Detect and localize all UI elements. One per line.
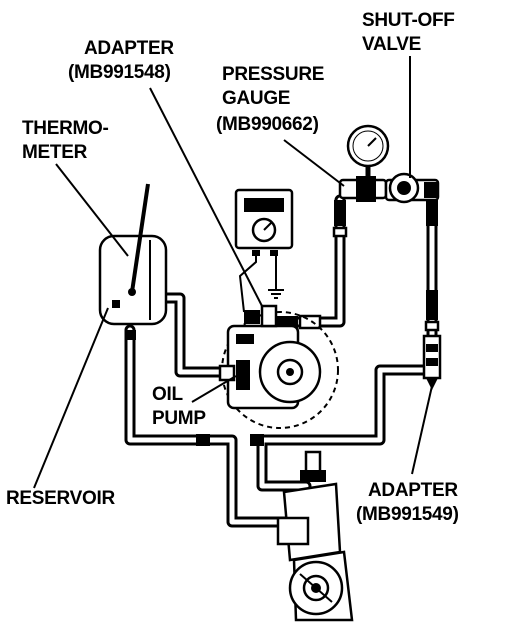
oil-pump-label-2: PUMP	[152, 408, 206, 429]
thermometer-icon	[128, 183, 150, 296]
thermometer-label-2: METER	[22, 142, 88, 163]
thermometer-label: THERMO-	[22, 118, 109, 139]
pressure-gauge-icon	[338, 124, 390, 202]
pressure-gauge-part-number: (MB990662)	[216, 114, 319, 135]
adapter-bottom-part-number: (MB991549)	[356, 504, 459, 525]
multimeter-icon	[234, 188, 294, 313]
hose-fittings	[196, 200, 440, 446]
pressure-gauge-label: PRESSURE	[222, 64, 325, 85]
shutoff-valve-label-2: VALVE	[362, 34, 422, 55]
shutoff-valve-label: SHUT-OFF	[362, 10, 455, 31]
steering-gear-icon	[276, 450, 354, 622]
leader-lines	[33, 56, 433, 489]
oil-pump-label: OIL	[152, 384, 183, 405]
shutoff-valve-icon	[384, 172, 440, 204]
adapter-bottom-label: ADAPTER	[368, 480, 458, 501]
adapter-top-label: ADAPTER	[84, 38, 174, 59]
oil-pump-icon	[218, 304, 339, 429]
adapter-top-part-number: (MB991548)	[68, 62, 171, 83]
adapter-lower-icon	[422, 334, 442, 390]
reservoir-label: RESERVOIR	[6, 488, 115, 509]
pressure-gauge-label-2: GAUGE	[222, 88, 291, 109]
